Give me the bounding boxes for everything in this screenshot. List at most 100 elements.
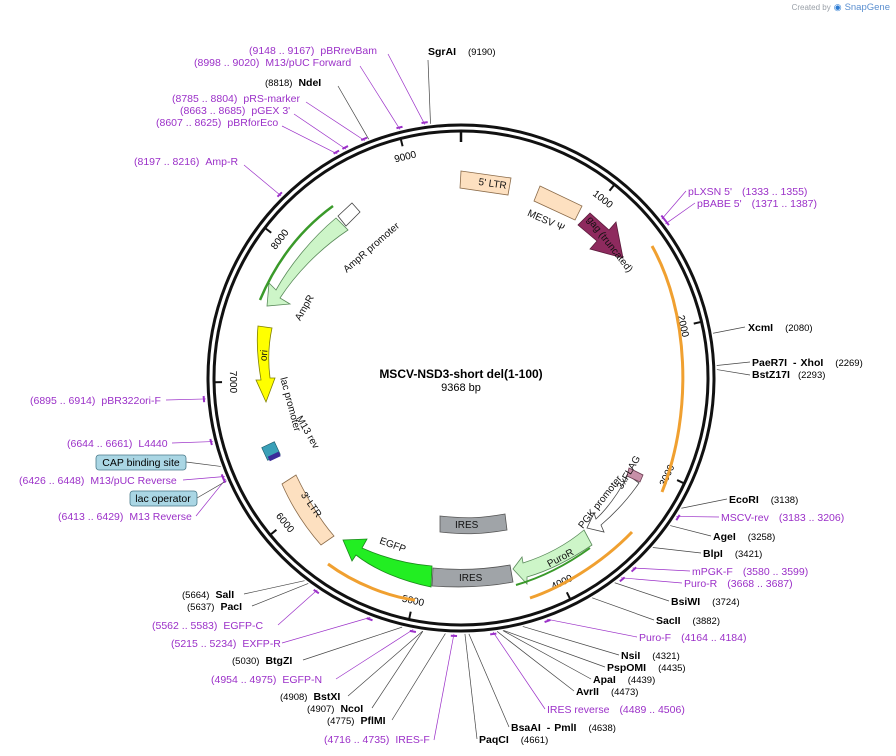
- primer-label-puro-f[interactable]: Puro-F(4164 .. 4184): [639, 632, 746, 644]
- primer-sites: [202, 121, 681, 637]
- enzyme-label-paqci[interactable]: PaqCI(4661): [479, 734, 548, 746]
- enzyme-label-ncoi[interactable]: (4907)NcoI: [307, 703, 363, 715]
- leader-line: [337, 85, 369, 140]
- primer-site-mark: [396, 125, 403, 130]
- feature-mesv-psi-shape[interactable]: [533, 185, 583, 221]
- primer-label-m13-puc-reverse[interactable]: (6426 .. 6448)M13/pUC Reverse: [19, 475, 177, 487]
- leader-line: [182, 476, 225, 481]
- primer-label-amp-r[interactable]: (8197 .. 8216)Amp-R: [134, 156, 238, 168]
- plasmid-size: 9368 bp: [441, 382, 481, 394]
- primer-label-pgex-3[interactable]: (8663 .. 8685)pGEX 3': [180, 105, 290, 117]
- feature-3-ltr-shape[interactable]: [281, 474, 335, 546]
- brand-prefix: Created by: [791, 3, 831, 12]
- cap-binding-site-label: CAP binding site: [102, 457, 180, 469]
- feature-puror-shape[interactable]: [512, 529, 593, 586]
- lac-operator-box[interactable]: [129, 490, 198, 507]
- cap-binding-site-box[interactable]: [95, 454, 187, 471]
- feature-ampr-promoter-shape[interactable]: [337, 202, 361, 227]
- leader-line: [171, 441, 214, 444]
- leader-line: [195, 478, 227, 517]
- feature-m13-rev-label: M13 rev: [293, 414, 321, 451]
- primer-label-pbrforeco[interactable]: (8607 .. 8625)pBRforEco: [156, 117, 278, 129]
- feature-ampr-shape[interactable]: [266, 217, 349, 307]
- leader-line: [681, 498, 728, 509]
- primer-label-pbabe-5[interactable]: pBABE 5'(1371 .. 1387): [697, 198, 817, 210]
- enzyme-label-sali[interactable]: (5664)SalI: [182, 589, 234, 601]
- enzyme-label-bsaai[interactable]: BsaAI-PmlI(4638): [511, 722, 616, 734]
- feature-egfp-shape[interactable]: [342, 538, 433, 588]
- leader-line: [185, 461, 221, 467]
- primer-label-m13-puc-forward[interactable]: (8998 .. 9020)M13/pUC Forward: [194, 57, 351, 69]
- primer-label-plxsn-5[interactable]: pLXSN 5'(1333 .. 1355): [688, 186, 807, 198]
- primer-label-pbrrevbam[interactable]: (9148 .. 9167)pBRrevBam: [249, 45, 377, 57]
- feature-5-ltr-shape[interactable]: [459, 170, 512, 196]
- feature-gag-shape[interactable]: [577, 212, 624, 259]
- feature-3xflag-shape[interactable]: [626, 467, 644, 483]
- primer-label-ires-f[interactable]: (4716 .. 4735)IRES-F: [324, 734, 430, 746]
- leader-line: [359, 65, 401, 130]
- tick-mark: [408, 611, 412, 620]
- tick-label: 7000: [227, 371, 238, 394]
- enzyme-label-xcmi[interactable]: XcmI(2080): [748, 322, 813, 334]
- primer-site-mark: [276, 191, 283, 198]
- orange-arc-lower-right: [529, 530, 634, 600]
- enzyme-label-ecori[interactable]: EcoRI(3138): [729, 494, 798, 506]
- enzyme-label-pflmi[interactable]: (4775)PflMI: [327, 715, 386, 727]
- enzyme-label-blpi[interactable]: BlpI(3421): [703, 548, 762, 560]
- tick-mark: [676, 479, 685, 485]
- primer-label-egfp-c[interactable]: (5562 .. 5583)EGFP-C: [152, 620, 263, 632]
- enzyme-label-nsii[interactable]: NsiI(4321): [621, 650, 680, 662]
- enzyme-label-avrii[interactable]: AvrII(4473): [576, 686, 638, 698]
- enzyme-label-bsiwi[interactable]: BsiWI(3724): [671, 596, 740, 608]
- enzyme-label-btgzi[interactable]: (5030)BtgZI: [232, 655, 292, 667]
- leader-line: [716, 369, 751, 376]
- enzyme-label-bstz17i[interactable]: BstZ17I(2293): [752, 369, 825, 381]
- primer-label-egfp-n[interactable]: (4954 .. 4975)EGFP-N: [211, 674, 322, 686]
- primer-label-m13-reverse[interactable]: (6413 .. 6429)M13 Reverse: [58, 511, 192, 523]
- feature-gag-label: gag (truncated): [584, 215, 634, 275]
- leader-line: [712, 326, 746, 334]
- primer-label-exfp-r[interactable]: (5215 .. 5234)EXFP-R: [171, 638, 281, 650]
- enzyme-label-paci[interactable]: (5637)PacI: [187, 601, 242, 613]
- leader-line: [503, 630, 606, 668]
- primer-label-pbr322ori-f[interactable]: (6895 .. 6914)pBR322ori-F: [30, 395, 161, 407]
- enzyme-label-apai[interactable]: ApaI(4439): [593, 674, 655, 686]
- feature-m13rev-block[interactable]: [267, 451, 281, 462]
- primer-site-mark: [421, 121, 428, 125]
- primer-site-mark: [619, 576, 626, 583]
- green-arc-amp: [258, 204, 334, 301]
- leader-line: [243, 580, 305, 595]
- primer-label-ires-reverse[interactable]: IRES reverse(4489 .. 4506): [547, 704, 685, 716]
- primer-label-l4440[interactable]: (6644 .. 6661)L4440: [67, 438, 168, 450]
- tick-mark: [693, 320, 702, 325]
- primer-site-mark: [630, 566, 637, 573]
- leader-line: [165, 398, 206, 401]
- enzyme-label-sacii[interactable]: SacII(3882): [656, 615, 720, 627]
- feature-ires-inner-shape[interactable]: [439, 513, 508, 535]
- leader-line: [632, 567, 691, 572]
- feature-pgk-promoter-shape[interactable]: [586, 474, 640, 533]
- leader-line: [546, 618, 638, 638]
- enzyme-label-sgrai[interactable]: SgrAI(9190): [428, 46, 495, 58]
- boxed-labels: CAP binding site lac operator: [95, 454, 198, 507]
- feature-ampr-promoter-label: AmpR promoter: [341, 220, 402, 275]
- feature-ori-shape[interactable]: [255, 325, 276, 404]
- feature-ires-outer-shape[interactable]: [431, 564, 514, 588]
- enzyme-label-bstxi[interactable]: (4908)BstXI: [280, 691, 340, 703]
- primer-label-prs-marker[interactable]: (8785 .. 8804)pRS-marker: [172, 93, 300, 105]
- enzyme-label-agei[interactable]: AgeI(3258): [713, 531, 775, 543]
- brand-name: SnapGene: [844, 2, 890, 13]
- primer-label-mscv-rev[interactable]: MSCV-rev(3183 .. 3206): [721, 512, 844, 524]
- orange-arc-lower-left: [327, 562, 416, 602]
- primer-label-mpgk-f[interactable]: mPGK-F(3580 .. 3599): [692, 566, 808, 578]
- enzyme-label-pspomi[interactable]: PspOMI(4435): [607, 662, 686, 674]
- enzyme-label-paer7i[interactable]: PaeR7I-XhoI(2269): [752, 357, 863, 369]
- leader-line: [496, 631, 575, 692]
- leader-line: [281, 617, 371, 644]
- leader-line: [468, 633, 510, 728]
- highlight-arcs: [258, 204, 685, 602]
- enzyme-label-ndei[interactable]: (8818)NdeI: [265, 77, 321, 89]
- primer-label-puro-r[interactable]: Puro-R(3668 .. 3687): [684, 578, 793, 590]
- tick-label: 9000: [393, 149, 418, 165]
